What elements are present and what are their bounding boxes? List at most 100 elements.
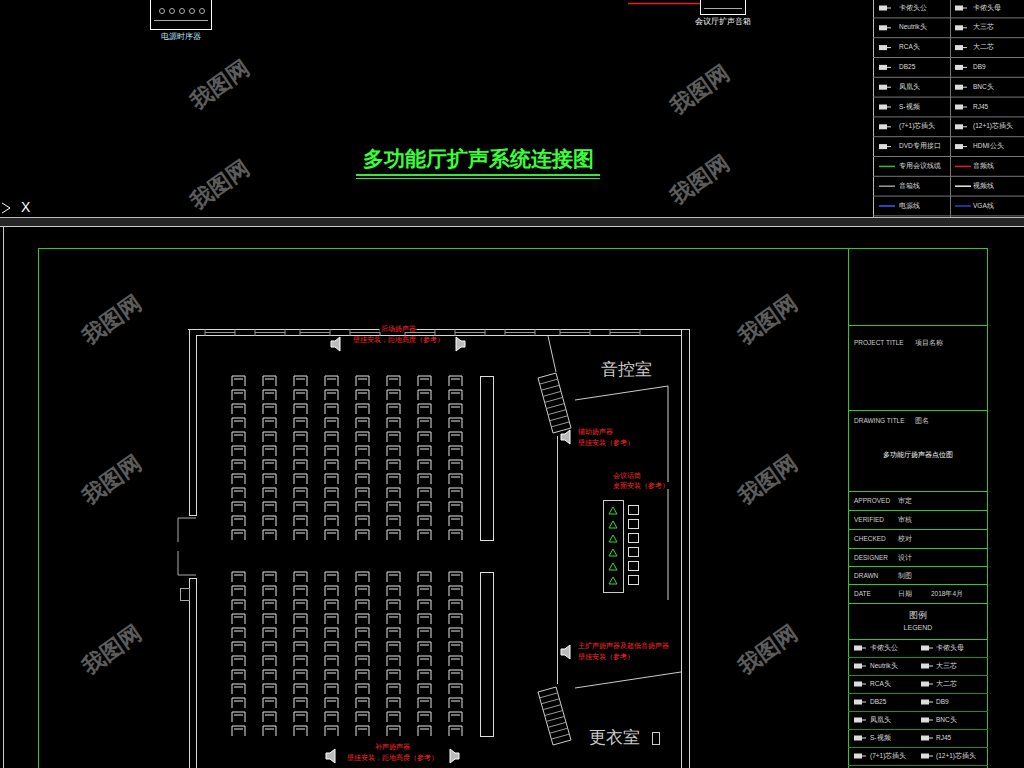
connector-symbol: [862, 648, 866, 649]
legend-line-sample: [955, 205, 971, 207]
legend-grid: [873, 57, 1024, 58]
seat: [449, 642, 462, 652]
seat: [325, 684, 338, 694]
connector-symbol: [879, 45, 887, 50]
seat: [449, 446, 462, 456]
legend-grid: [873, 136, 1024, 137]
window: [455, 329, 456, 336]
seat: [418, 390, 431, 400]
title-block-cell: 多功能厅扬声器点位图: [882, 452, 954, 459]
seat: [325, 656, 338, 666]
seat: [418, 642, 431, 652]
title-block-line: [848, 566, 988, 567]
door-symbol: [653, 733, 660, 745]
podium: [604, 501, 624, 593]
title-block-cell: 审核: [897, 517, 913, 524]
legend-grid: [848, 675, 988, 676]
connector-symbol: [929, 666, 933, 667]
seat: [263, 530, 276, 540]
legend-text: (7+1)芯插头: [870, 753, 906, 760]
seat: [294, 684, 307, 694]
seat: [356, 418, 369, 428]
seat: [325, 376, 338, 386]
connector-symbol: [921, 700, 929, 705]
watermark: 我图网: [79, 622, 146, 678]
seat: [418, 726, 431, 736]
connector-symbol: [862, 666, 866, 667]
legend-sample: [955, 124, 967, 129]
legend-sample: [879, 186, 895, 187]
window: [330, 329, 331, 336]
window: [255, 329, 256, 336]
wall: [196, 578, 197, 768]
legend-text: 卡侬头公: [870, 645, 898, 652]
seat: [418, 586, 431, 596]
legend-grid: [848, 729, 988, 730]
seat: [263, 586, 276, 596]
legend-grid: [950, 0, 951, 217]
seat: [232, 614, 245, 624]
seat: [387, 474, 400, 484]
seat: [449, 474, 462, 484]
seat: [387, 432, 400, 442]
seat: [449, 656, 462, 666]
stair-tread: [545, 711, 563, 716]
connector-symbol: [854, 664, 862, 669]
seat: [294, 446, 307, 456]
connector-symbol: [862, 720, 866, 721]
window: [300, 329, 301, 336]
seat: [387, 726, 400, 736]
legend-grid: [873, 116, 1024, 117]
legend-sample: [921, 754, 933, 759]
microphone: [609, 577, 617, 584]
seating: [232, 376, 494, 737]
door: [178, 518, 196, 542]
window: [610, 329, 611, 336]
seat: [263, 418, 276, 428]
legend-sample: [955, 6, 967, 11]
seat: [356, 502, 369, 512]
legend-grid: [848, 693, 988, 694]
seat: [294, 376, 307, 386]
seat: [356, 670, 369, 680]
stair-tread: [548, 410, 566, 415]
connector-symbol: [862, 738, 866, 739]
seat: [232, 516, 245, 526]
seat: [263, 390, 276, 400]
seat: [263, 376, 276, 386]
room-wall: [575, 672, 681, 688]
seat: [325, 530, 338, 540]
stair-tread: [546, 404, 564, 409]
connector-symbol: [854, 646, 862, 651]
connector-symbol: [963, 27, 967, 28]
device-outline: [700, 0, 746, 15]
seat: [263, 600, 276, 610]
window: [205, 332, 235, 333]
seat: [387, 684, 400, 694]
callout-note: 壁挂安装（参考）: [577, 653, 635, 660]
device-knob: [170, 9, 175, 14]
legend-text: DVD专用接口: [899, 143, 941, 150]
device-label: 电源时序器: [160, 33, 202, 41]
seat: [232, 530, 245, 540]
seat: [449, 628, 462, 638]
legend-text: DB25: [870, 699, 886, 706]
legend-text: 音箱线: [899, 183, 920, 190]
seat: [418, 670, 431, 680]
legend-sample: [955, 65, 967, 70]
device-panel: [154, 20, 208, 21]
seat: [418, 712, 431, 722]
seat: [325, 446, 338, 456]
seat: [449, 726, 462, 736]
window: [610, 332, 640, 333]
callout-note: 辅助扬声器: [577, 428, 614, 435]
connector-symbol: [879, 105, 887, 110]
seat: [449, 586, 462, 596]
seat: [356, 530, 369, 540]
seat: [232, 418, 245, 428]
seat: [356, 432, 369, 442]
legend-samples: [854, 6, 971, 759]
connector-symbol: [929, 756, 933, 757]
seat: [232, 684, 245, 694]
legend-sample: [879, 25, 891, 30]
